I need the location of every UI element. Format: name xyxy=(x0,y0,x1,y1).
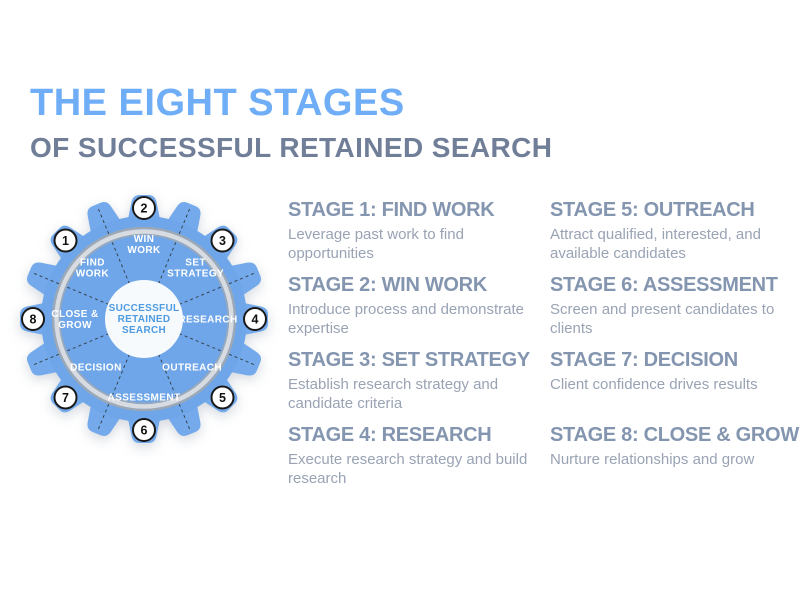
stage-description: Introduce process and demonstrate expert… xyxy=(288,301,524,337)
segment-label: STRATEGY xyxy=(167,268,224,279)
stage-heading: STAGE 2: WIN WORK xyxy=(288,274,487,296)
segment-divider-line xyxy=(32,272,110,305)
stage-item-8: STAGE 8: CLOSE & GROW Nurture relationsh… xyxy=(550,424,799,469)
segment-label: ASSESSMENT xyxy=(108,393,181,404)
stage-number: 1 xyxy=(62,234,69,248)
stage-item-6: STAGE 6: ASSESSMENT Screen and present c… xyxy=(550,274,788,338)
segment-label: RESEARCH xyxy=(178,315,237,326)
stage-description: Leverage past work to find opportunities xyxy=(288,226,464,262)
segment-label: WORK xyxy=(76,268,110,279)
gear-ring-outer xyxy=(51,226,237,412)
gear-center-label: RETAINED xyxy=(118,314,171,325)
stage-description: Establish research strategy and candidat… xyxy=(288,376,499,412)
stage-column-right: STAGE 5: OUTREACH Attract qualified, int… xyxy=(550,0,799,600)
stage-description: Execute research strategy and build rese… xyxy=(288,451,528,487)
stage-heading: STAGE 8: CLOSE & GROW xyxy=(550,424,799,446)
segment-divider-line xyxy=(97,353,130,431)
gear-center xyxy=(105,280,183,358)
stage-heading: STAGE 6: ASSESSMENT xyxy=(550,274,778,296)
stage-heading: STAGE 5: OUTREACH xyxy=(550,199,755,221)
stage-item-7: STAGE 7: DECISION Client confidence driv… xyxy=(550,349,788,394)
segment-label: WORK xyxy=(127,245,161,256)
gear-ring xyxy=(54,229,234,409)
segment-divider-line xyxy=(158,207,191,285)
stage-description: Client confidence drives results xyxy=(550,376,758,393)
stage-column-left: STAGE 1: FIND WORK Leverage past work to… xyxy=(288,0,532,600)
segment-label: OUTREACH xyxy=(162,363,222,374)
gear-ring-inner xyxy=(58,233,230,405)
stage-number-badge xyxy=(21,307,45,331)
stage-item-3: STAGE 3: SET STRATEGY Establish research… xyxy=(288,349,532,413)
segment-divider-line xyxy=(32,333,110,366)
stage-item-4: STAGE 4: RESEARCH Execute research strat… xyxy=(288,424,532,488)
gear-center-label: SEARCH xyxy=(122,325,166,336)
segment-label: CLOSE & xyxy=(51,309,98,320)
stage-number: 2 xyxy=(141,201,148,215)
segment-label: SET xyxy=(185,257,206,268)
segment-divider-line xyxy=(158,353,191,431)
stage-number-badge xyxy=(210,385,235,410)
segment-divider-line xyxy=(178,333,256,366)
gear-diagram: FINDWORKWINWORKSETSTRATEGYRESEARCHOUTREA… xyxy=(20,195,268,443)
segment-label: GROW xyxy=(58,320,92,331)
segment-divider-line xyxy=(178,272,256,305)
stage-number: 7 xyxy=(62,391,69,405)
page-subtitle: OF SUCCESSFUL RETAINED SEARCH xyxy=(30,132,553,163)
stage-heading: STAGE 4: RESEARCH xyxy=(288,424,492,446)
stage-item-5: STAGE 5: OUTREACH Attract qualified, int… xyxy=(550,199,788,263)
stage-number-badge xyxy=(132,196,156,220)
stage-heading: STAGE 7: DECISION xyxy=(550,349,738,371)
stage-description: Attract qualified, interested, and avail… xyxy=(550,226,761,262)
stage-number-badge xyxy=(53,228,78,253)
stage-number-badge xyxy=(53,385,78,410)
stage-number: 5 xyxy=(219,391,226,405)
stage-number-badge xyxy=(210,228,235,253)
page-title: THE EIGHT STAGES xyxy=(30,82,405,124)
stage-description: Screen and present candidates to clients xyxy=(550,301,775,337)
stage-number: 3 xyxy=(219,234,226,248)
segment-label: WIN xyxy=(134,234,155,245)
stage-number: 6 xyxy=(141,423,148,437)
stage-number: 8 xyxy=(30,312,37,326)
segment-label: DECISION xyxy=(70,363,122,374)
segment-divider-line xyxy=(97,207,130,285)
stage-number-badge xyxy=(132,418,156,442)
stage-heading: STAGE 3: SET STRATEGY xyxy=(288,349,530,371)
segment-label: FIND xyxy=(80,257,105,268)
stage-number: 4 xyxy=(252,312,259,326)
stage-description: Nurture relationships and grow xyxy=(550,451,755,468)
stage-item-1: STAGE 1: FIND WORK Leverage past work to… xyxy=(288,199,532,263)
stage-heading: STAGE 1: FIND WORK xyxy=(288,199,495,221)
stage-number-badge xyxy=(243,307,267,331)
gear-center-label: SUCCESSFUL xyxy=(109,303,180,314)
stage-item-2: STAGE 2: WIN WORK Introduce process and … xyxy=(288,274,532,338)
